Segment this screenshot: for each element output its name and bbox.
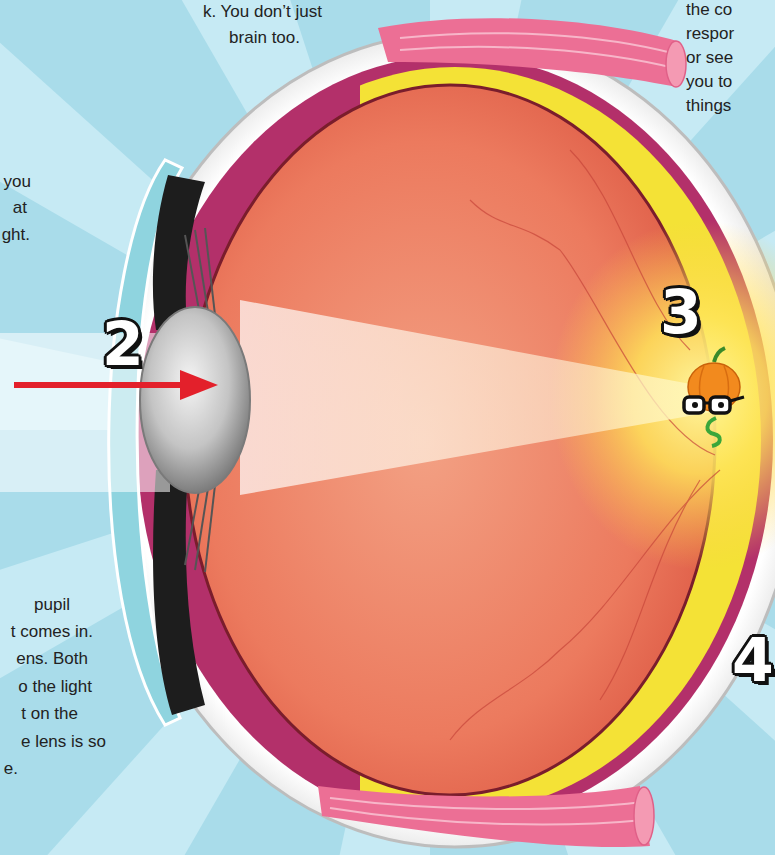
muscle-stripe [330,798,642,809]
pumpkin-vine [707,418,719,446]
callout-number: 4 [732,628,774,692]
description-text: ens. Both [16,649,88,669]
vessel [560,470,720,650]
muscle-stripe [400,47,674,68]
iris [153,470,205,715]
muscle-end [634,787,654,845]
description-text: at [13,198,27,218]
description-text: t comes in. [11,622,93,642]
callout-number: 3 [660,280,702,344]
muscle-stripe [330,808,644,824]
description-text: you to [686,72,732,92]
muscle-end [666,41,686,87]
pupil-dot [692,402,698,408]
description-text: t on the [21,704,78,724]
light-arrow [14,382,185,388]
muscle-body [378,18,680,86]
ciliary-fiber [205,485,215,572]
ciliary-fiber [205,228,215,315]
description-text: e. [4,759,18,779]
pumpkin-mascot [684,348,744,446]
lens [140,307,250,493]
focused-light [240,300,712,495]
glasses-lens [710,397,730,413]
glasses-bridge [704,402,710,405]
description-text: brain too. [229,28,300,48]
pumpkin-stem [714,348,725,362]
description-text: e lens is so [21,732,106,752]
glasses-lens [684,397,704,413]
vessel [600,480,700,700]
top-muscle [378,18,686,87]
description-text: o the light [18,677,92,697]
muscle-stripes [330,798,644,824]
bottom-muscle [318,786,654,847]
pupil-dot [718,402,724,408]
description-text: you [4,172,31,192]
vessel [470,200,560,250]
muscle-stripe [400,33,676,54]
vessel [450,650,560,740]
description-text: pupil [34,595,70,615]
muscle-body [318,786,650,847]
arrow-head [180,370,218,400]
description-text: the co [686,0,732,20]
description-text: k. You don’t just [203,2,322,22]
description-text: respor [686,24,734,44]
muscle-stripes [400,33,676,68]
glasses-arm [730,397,744,401]
callout-number: 2 [102,312,144,376]
description-text: ght. [2,225,30,245]
description-text: or see [686,48,733,68]
description-text: things [686,96,731,116]
